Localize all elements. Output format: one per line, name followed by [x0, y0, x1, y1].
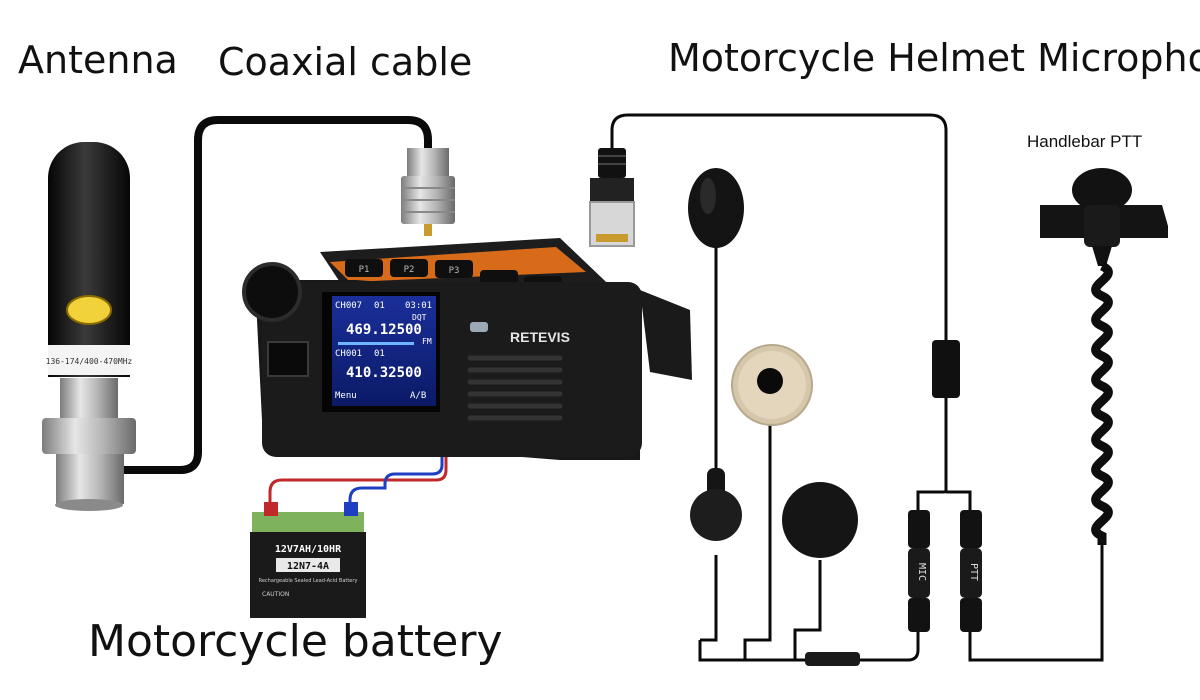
- handlebar-ptt: [1040, 168, 1168, 545]
- radio-mic-port: [267, 341, 309, 377]
- mic-plug: MIC: [908, 510, 930, 632]
- power-lead-blue: [348, 422, 444, 512]
- ptt-plug-label: PTT: [968, 563, 979, 581]
- screen-time: 03:01: [405, 301, 432, 311]
- radio-volume-knob: [242, 262, 302, 322]
- ch2-slot: 01: [374, 349, 385, 359]
- ptt-plug: PTT: [960, 510, 982, 632]
- foam-speaker: [782, 482, 858, 558]
- mobile-radio: P1 P2 P3 CH007 01 03:01 DQT 469.12500 FM…: [242, 238, 692, 460]
- ch1-mode: DQT: [412, 313, 427, 322]
- ch2-frequency: 410.32500: [346, 365, 422, 381]
- radio-screen: [332, 296, 436, 406]
- inline-switch-box: [932, 340, 960, 398]
- helmet-microphone-label: Motorcycle Helmet Microphone: [668, 36, 1200, 80]
- battery-positive-terminal: [264, 502, 278, 516]
- battery-negative-terminal: [344, 502, 358, 516]
- signal-bar: [338, 342, 414, 345]
- coaxial-cable: [112, 116, 432, 474]
- mic-plug-label: MIC: [916, 563, 927, 581]
- handlebar-ptt-label: Handlebar PTT: [1027, 132, 1143, 151]
- coax-plug: [401, 148, 455, 236]
- battery-spec: 12V7AH/10HR: [275, 544, 342, 555]
- rj45-plug: [589, 148, 635, 247]
- antenna-frequency-print: 136-174/400-470MHz: [46, 357, 133, 366]
- radio-front-panel: [262, 282, 642, 457]
- power-lead-red: [268, 422, 448, 512]
- ch1-slot: 01: [374, 301, 385, 311]
- battery-subtitle: Rechargeable Sealed Lead-Acid Battery: [259, 578, 358, 584]
- velcro-speaker-pad: [731, 344, 813, 426]
- boom-microphone: [688, 168, 744, 541]
- radio-brand: RETEVIS: [510, 329, 570, 345]
- harness-splitter: [805, 652, 860, 666]
- battery-caution: CAUTION: [262, 591, 289, 598]
- screen-ab-label: A/B: [410, 391, 426, 401]
- motorcycle-battery: 12V7AH/10HR 12N7-4A Rechargeable Sealed …: [250, 502, 366, 618]
- radio-p1-label: P1: [359, 265, 370, 275]
- screen-menu-label: Menu: [335, 391, 357, 401]
- antenna: 136-174/400-470MHz: [46, 142, 133, 377]
- mic-kit-cables: [610, 113, 1104, 662]
- radio-p2-label: P2: [404, 265, 415, 275]
- radio-speaker-grille: [467, 355, 563, 421]
- ch1-frequency: 469.12500: [346, 322, 422, 338]
- antenna-base-connector: [42, 378, 136, 511]
- coaxial-cable-label: Coaxial cable: [218, 40, 473, 84]
- ch1-unit: FM: [422, 337, 432, 346]
- radio-led: [470, 322, 488, 332]
- ch1-name: CH007: [335, 301, 362, 311]
- motorcycle-battery-label: Motorcycle battery: [88, 616, 503, 667]
- battery-model: 12N7-4A: [287, 561, 329, 572]
- ch2-name: CH001: [335, 349, 362, 359]
- antenna-label: Antenna: [18, 38, 178, 82]
- radio-p3-label: P3: [449, 266, 460, 276]
